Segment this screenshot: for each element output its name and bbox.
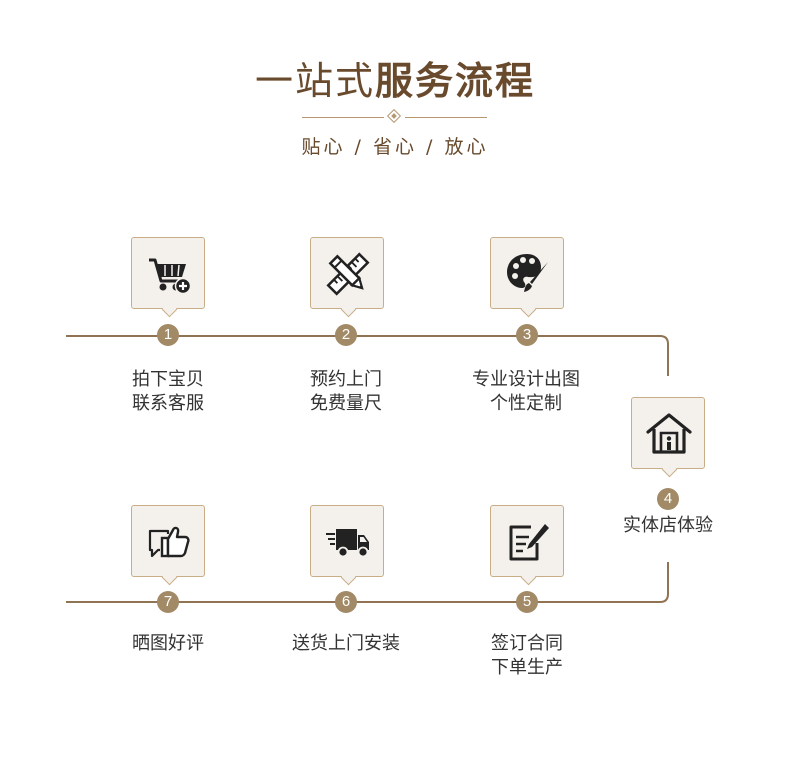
title-bold-part: 服务流程 — [375, 59, 536, 103]
step-1-label: 拍下宝贝 联系客服 — [88, 368, 248, 416]
step-1-label-line1: 拍下宝贝 — [132, 369, 204, 390]
step-7-label: 晒图好评 — [88, 632, 248, 656]
step-2-label-line2: 免费量尺 — [310, 393, 382, 414]
step-1-number: 1 — [157, 324, 179, 346]
step-6-label-line1: 送货上门安装 — [292, 633, 400, 654]
step-6-icon-box — [310, 505, 384, 577]
step-4-icon-box — [631, 397, 705, 469]
step-6-label: 送货上门安装 — [266, 632, 426, 656]
contract-sign-icon — [509, 524, 549, 561]
step-2-label-line1: 预约上门 — [310, 369, 382, 390]
step-3-label: 专业设计出图 个性定制 — [446, 368, 606, 416]
divider-left-line — [302, 117, 384, 118]
step-6-number: 6 — [335, 591, 357, 613]
step-3-label-line1: 专业设计出图 — [472, 369, 580, 390]
step-5-number: 5 — [516, 591, 538, 613]
step-5-icon-box — [490, 505, 564, 577]
step-2-icon-box — [310, 237, 384, 309]
page-subtitle: 贴心 / 省心 / 放心 — [301, 136, 489, 158]
title-light-part: 一站式 — [254, 59, 375, 103]
step-2-label: 预约上门 免费量尺 — [266, 368, 426, 416]
paint-palette-icon — [507, 254, 548, 292]
step-5-label-line2: 下单生产 — [491, 657, 563, 678]
step-7-label-line1: 晒图好评 — [132, 633, 204, 654]
step-5-label: 签订合同 下单生产 — [447, 632, 607, 680]
step-3-label-line2: 个性定制 — [490, 393, 562, 414]
step-4-label-line1: 实体店体验 — [623, 515, 713, 536]
house-icon — [646, 413, 692, 454]
step-4-number: 4 — [657, 488, 679, 510]
step-2-number: 2 — [335, 324, 357, 346]
divider-right-line — [405, 117, 487, 118]
thumbs-up-chat-icon — [148, 526, 190, 558]
page-title: 一站式服务流程 — [0, 56, 790, 106]
step-3-icon-box — [490, 237, 564, 309]
step-4-label: 实体店体验 — [588, 514, 748, 538]
step-3-number: 3 — [516, 324, 538, 346]
divider-diamond-icon — [386, 108, 402, 124]
shopping-cart-add-icon — [149, 258, 192, 295]
pencil-ruler-icon — [326, 252, 370, 296]
step-5-label-line1: 签订合同 — [491, 633, 563, 654]
step-1-icon-box — [131, 237, 205, 309]
step-7-number: 7 — [157, 591, 179, 613]
step-7-icon-box — [131, 505, 205, 577]
step-1-label-line2: 联系客服 — [132, 393, 204, 414]
delivery-truck-icon — [326, 529, 369, 558]
